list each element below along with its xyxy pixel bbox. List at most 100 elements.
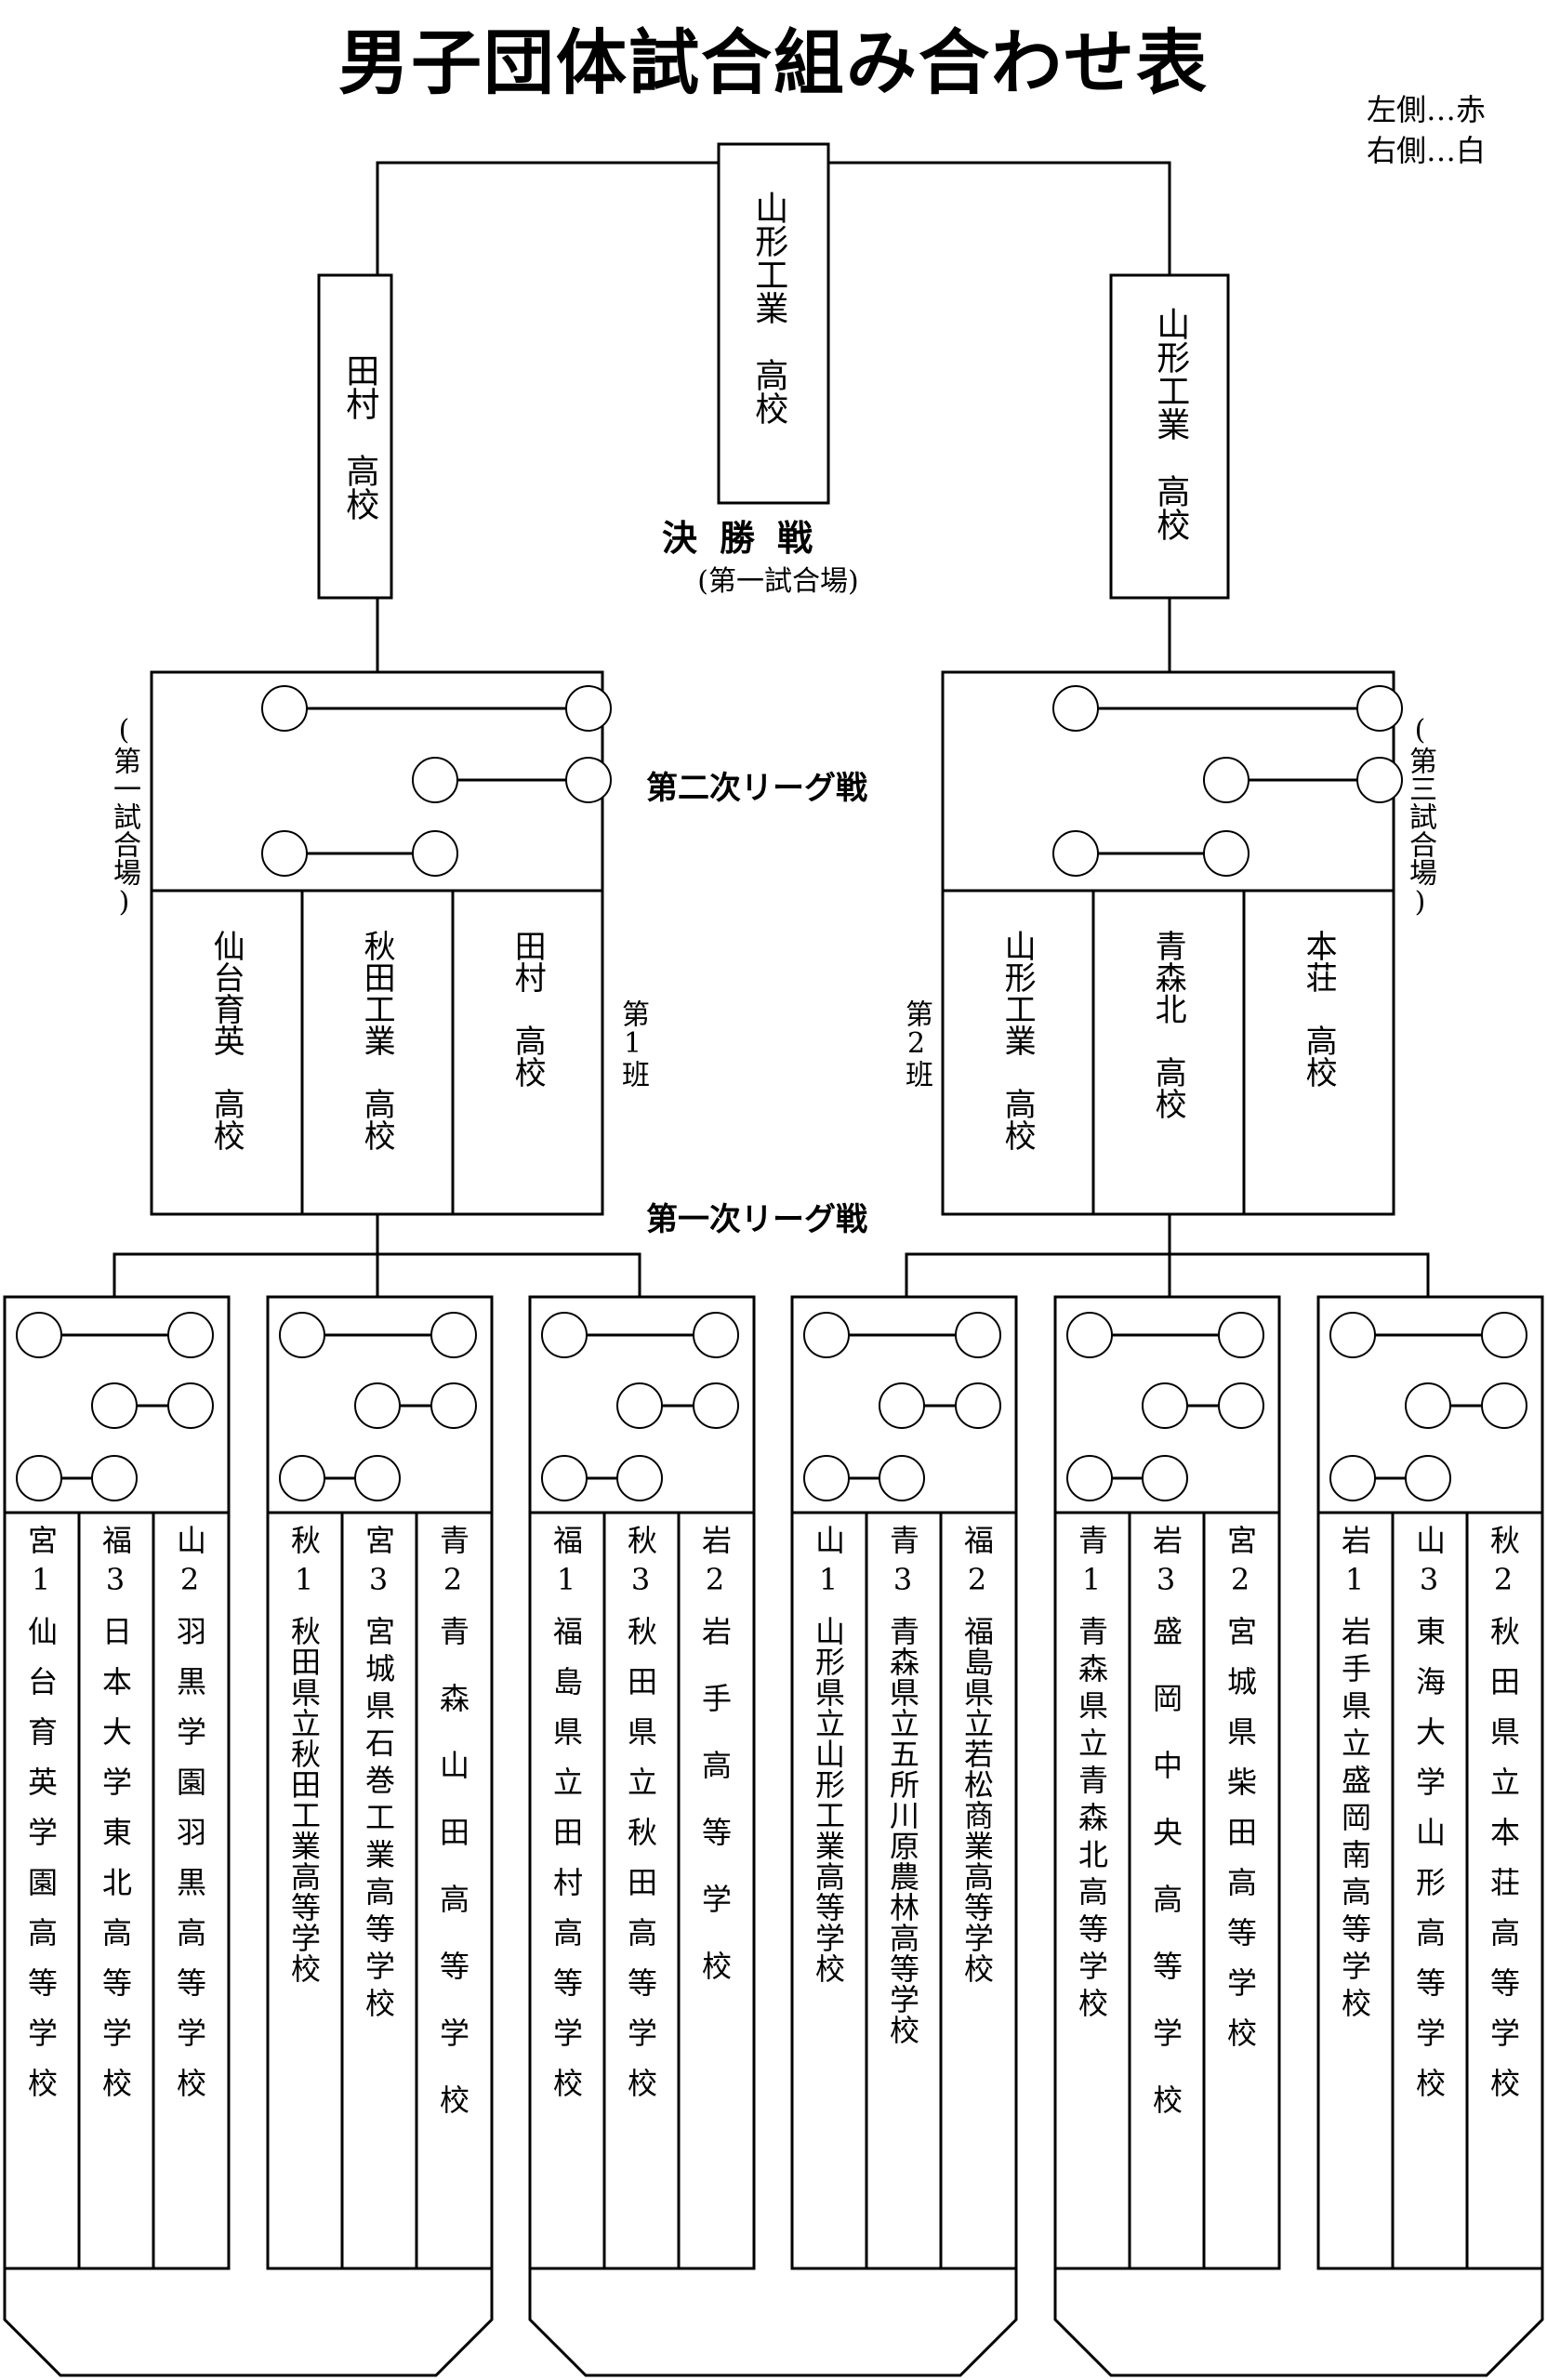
final-left-box	[317, 273, 393, 600]
group-6-right-score	[1481, 1312, 1527, 1358]
final-right-team: 山形工業 高校	[1151, 307, 1190, 541]
group-5-right-score	[1218, 1312, 1264, 1358]
group-4-left-score	[803, 1312, 850, 1358]
first-league-label: 第一次リーグ戦	[646, 1201, 867, 1238]
group-5-team-code: 青1	[1074, 1525, 1109, 1605]
group-2-team-code: 青2	[435, 1525, 470, 1605]
group-4-team-name: 青森県立五所川原農林高等学校	[885, 1616, 920, 2045]
group-3-team-name: 福島県立田村高等学校	[549, 1616, 584, 2118]
group-3-left-score	[541, 1312, 588, 1358]
second-league-right-venue: (第三試合場)	[1404, 714, 1436, 919]
group-6-left-score	[1405, 1382, 1451, 1429]
second-league-left-team: 田村 高校	[509, 930, 547, 1088]
group-6-team-code: 山3	[1411, 1525, 1447, 1605]
final-left-team: 田村 高校	[340, 353, 379, 521]
venue-3-tray	[1053, 2268, 1544, 2377]
group-4-team-name: 福島県立若松商業高等学校	[959, 1616, 995, 1984]
group-4-team-code: 青3	[885, 1525, 920, 1605]
group-4-team-code: 山1	[811, 1525, 846, 1605]
group-3-team-code: 福1	[549, 1525, 584, 1605]
group-2-team-name: 宮城県石巻工業高等学校	[361, 1616, 396, 2025]
group-5-team-code: 宮2	[1223, 1525, 1258, 1605]
group-2-team-name: 秋田県立秋田工業高等学校	[286, 1616, 322, 1984]
group-1-right-score	[91, 1455, 138, 1501]
group-1-team-code: 福3	[98, 1525, 133, 1605]
group-2-right-score	[430, 1312, 477, 1358]
group-1-left-score	[91, 1382, 138, 1429]
group-3-right-score	[693, 1382, 739, 1429]
second-league-right-left-score	[1052, 685, 1099, 732]
second-league-left-left-score	[261, 830, 308, 877]
group-5-left-score	[1066, 1455, 1113, 1501]
final-winner-team: 山形工業 高校	[749, 191, 788, 425]
group-6-left-score	[1329, 1455, 1376, 1501]
right-group-bracket	[905, 1252, 1430, 1297]
group-4-left-score	[803, 1455, 850, 1501]
second-league-right-right-score	[1356, 757, 1403, 803]
second-league-label: 第二次リーグ戦	[646, 770, 867, 807]
group-1-team-name: 羽黒学園羽黒高等学校	[172, 1616, 207, 2118]
second-league-left-team: 秋田工業 高校	[358, 930, 396, 1151]
group-3-team-name: 秋田県立秋田高等学校	[623, 1616, 658, 2118]
group-6-team-code: 岩1	[1337, 1525, 1372, 1605]
group-3-team-code: 秋3	[623, 1525, 658, 1605]
group-1-team-name: 日本大学東北高等学校	[98, 1616, 133, 2118]
group-1-right-score	[167, 1382, 214, 1429]
group-2-left-score	[279, 1312, 325, 1358]
group-4-team-code: 福2	[959, 1525, 995, 1605]
group-5-right-score	[1142, 1455, 1188, 1501]
group-1-left-score	[16, 1455, 62, 1501]
second-league-right-right-score	[1356, 685, 1403, 732]
group-5-team-name: 宮城県柴田高等学校	[1223, 1616, 1258, 2068]
group-1-team-name: 仙台育英学園高等学校	[23, 1616, 59, 2118]
second-league-left-right-score	[412, 830, 458, 877]
group-6-right-score	[1405, 1455, 1451, 1501]
group-5-team-name: 盛岡中央高等学校	[1148, 1616, 1183, 2151]
group-3-right-score	[616, 1455, 663, 1501]
final-right-connector	[828, 161, 1171, 275]
second-league-left-left-score	[412, 757, 458, 803]
final-winner-box	[717, 142, 830, 505]
second-league-left-group: 第1班	[616, 999, 649, 1088]
group-3-team-name: 岩手高等学校	[697, 1616, 733, 2017]
group-2-left-score	[279, 1455, 325, 1501]
group-3-left-score	[616, 1382, 663, 1429]
group-4-right-score	[879, 1455, 925, 1501]
second-league-right-left-score	[1052, 830, 1099, 877]
legend-right: 右側…白	[1366, 133, 1486, 168]
group-5-left-score	[1142, 1382, 1188, 1429]
group-2-right-score	[354, 1455, 401, 1501]
group-2-team-code: 宮3	[361, 1525, 396, 1605]
second-league-left-venue: (第一試合場)	[108, 714, 140, 919]
group-6-team-name: 秋田県立本荘高等学校	[1486, 1616, 1521, 2118]
group-2-team-name: 青森山田高等学校	[435, 1616, 470, 2151]
group-2-right-score	[430, 1382, 477, 1429]
group-3-left-score	[541, 1455, 588, 1501]
second-league-right-right-score	[1203, 830, 1250, 877]
group-5-right-score	[1218, 1382, 1264, 1429]
group-5-team-name: 青森県立青森北高等学校	[1074, 1616, 1109, 2025]
group-1-left-score	[16, 1312, 62, 1358]
second-league-right-team: 山形工業 高校	[998, 930, 1037, 1151]
group-4-right-score	[955, 1312, 1001, 1358]
venue-2-tray	[528, 2268, 1018, 2377]
second-league-right-team: 本荘 高校	[1300, 930, 1338, 1088]
second-league-left-right-score	[565, 757, 612, 803]
final-label: 決勝戦	[662, 518, 836, 559]
second-league-right-left-score	[1203, 757, 1250, 803]
legend-left: 左側…赤	[1366, 92, 1486, 127]
second-league-right-team: 青森北 高校	[1149, 930, 1187, 1119]
group-4-right-score	[955, 1382, 1001, 1429]
group-6-team-code: 秋2	[1486, 1525, 1521, 1605]
group-3-right-score	[693, 1312, 739, 1358]
group-1-team-code: 山2	[172, 1525, 207, 1605]
group-4-team-name: 山形県立山形工業高等学校	[811, 1616, 846, 1984]
group-6-team-name: 岩手県立盛岡南高等学校	[1337, 1616, 1372, 2025]
group-6-right-score	[1481, 1382, 1527, 1429]
group-6-team-name: 東海大学山形高等学校	[1411, 1616, 1447, 2118]
group-6-left-score	[1329, 1312, 1376, 1358]
group-2-left-score	[354, 1382, 401, 1429]
second-league-left-right-score	[565, 685, 612, 732]
color-legend: 左側…赤 右側…白	[1367, 89, 1486, 171]
